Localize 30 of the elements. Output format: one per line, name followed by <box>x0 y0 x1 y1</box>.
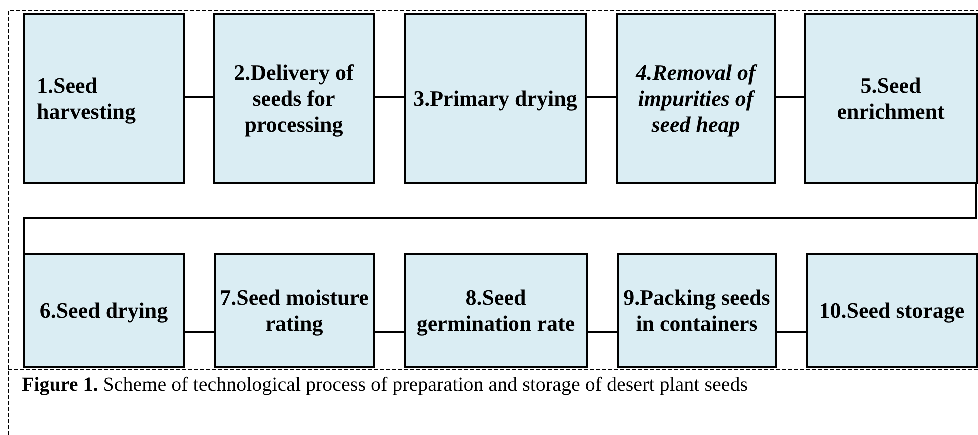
connector-line <box>185 331 214 333</box>
process-box <box>617 253 777 368</box>
connector-line <box>375 331 404 333</box>
connector-line <box>587 96 616 98</box>
process-box <box>804 13 978 184</box>
step-label: 6.Seed drying <box>40 298 168 324</box>
step-label: 5.Seed enrichment <box>836 72 946 124</box>
connector-line <box>776 96 804 98</box>
connector-line <box>23 184 977 253</box>
process-box <box>806 253 978 368</box>
process-box <box>404 13 587 184</box>
connector-line <box>777 331 806 333</box>
step-label: 9.Packing seeds in containers <box>622 284 772 336</box>
process-box <box>23 13 185 184</box>
process-box <box>23 253 185 368</box>
process-box <box>213 13 375 184</box>
step-label: 8.Seed germination rate <box>416 284 576 336</box>
step-label: 2.Delivery of seeds for processing <box>233 60 355 138</box>
step-label: 1.Seed harvesting <box>37 72 137 124</box>
connector-line <box>588 331 617 333</box>
step-label: 3.Primary drying <box>414 86 578 112</box>
process-box <box>616 13 776 184</box>
connector-line <box>185 96 213 98</box>
connector-line <box>375 96 404 98</box>
process-box <box>214 253 375 368</box>
step-label: 10.Seed storage <box>819 298 965 324</box>
step-label: 7.Seed moisture rating <box>219 284 370 336</box>
figure-caption: Figure 1. Scheme of technological process of preparation and storage of desert plant seeds <box>22 373 750 398</box>
step-label: 4.Removal of impurities of seed heap <box>634 60 758 138</box>
process-box <box>404 253 588 368</box>
